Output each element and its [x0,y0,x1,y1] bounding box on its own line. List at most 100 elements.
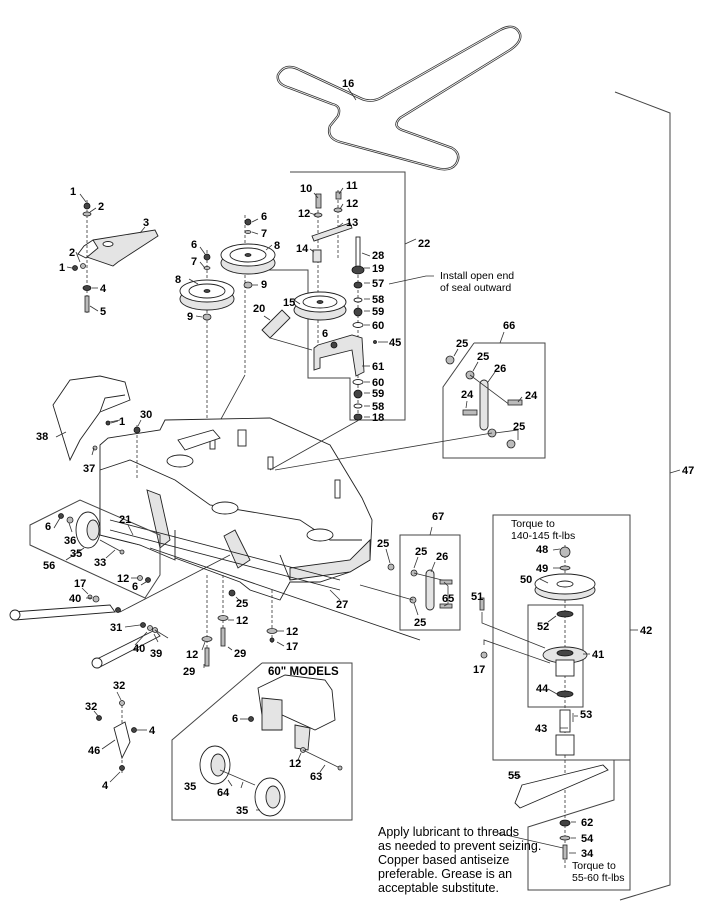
callout-1: 1 [59,262,65,274]
callout-32: 32 [113,680,125,692]
idler-hardware [311,190,377,421]
callout-17: 17 [74,578,86,590]
callout-40: 40 [69,593,81,605]
deck-hanger-bolts [201,575,278,667]
torque-top-line2: 140-145 ft-lbs [511,530,575,542]
sixty-inch-models-box [171,662,353,821]
callout-67: 67 [432,511,444,523]
callout-6: 6 [45,521,51,533]
callout-17: 17 [473,664,485,676]
callout-12: 12 [346,198,358,210]
lube-note-line5: acceptable substitute. [378,881,499,895]
callout-36: 36 [64,535,76,547]
callout-5: 5 [100,306,106,318]
callout-22: 22 [418,238,430,250]
callout-56: 56 [43,560,55,572]
callout-3: 3 [143,217,149,229]
callout-15: 15 [283,297,295,309]
caster-wheel-assembly [58,511,151,583]
chain-kit-66 [274,355,523,471]
callout-28: 28 [372,250,384,262]
callout-54: 54 [581,833,594,845]
callout-8: 8 [274,240,280,252]
callout-1: 1 [70,186,76,198]
callout-20: 20 [253,303,265,315]
idler-spring [261,309,313,351]
lube-note-line2: as needed to prevent seizing. [378,839,541,853]
callout-33: 33 [94,557,106,569]
callout-4: 4 [102,780,109,792]
callout-25: 25 [513,421,525,433]
drive-belt [276,25,522,171]
callout-26: 26 [436,551,448,563]
callout-29: 29 [183,666,195,678]
deck-assembly-bracket [614,91,671,901]
callout-14: 14 [296,243,309,255]
callout-16: 16 [342,78,354,90]
callout-labels: 16 1 2 3 2 1 4 5 6 7 8 9 6 7 8 9 20 15 1… [36,78,694,860]
callout-35: 35 [70,548,82,560]
callout-9: 9 [187,311,193,323]
callout-43: 43 [535,723,547,735]
callout-29: 29 [234,648,246,660]
callout-37: 37 [83,463,95,475]
callout-64: 64 [217,787,230,799]
idler-pulley [293,291,347,321]
callout-12: 12 [117,573,129,585]
discharge-chute [52,375,141,480]
callout-52: 52 [537,621,549,633]
callout-31: 31 [110,622,122,634]
callout-60: 60 [372,320,384,332]
leader-lines [53,87,681,854]
callout-6: 6 [232,713,238,725]
torque-bottom-line2: 55-60 ft-lbs [572,872,625,884]
idler-arm-subbox [240,269,351,420]
callout-45: 45 [389,337,401,349]
callout-27: 27 [336,599,348,611]
callout-18: 18 [372,412,384,424]
callout-55: 55 [508,770,520,782]
callout-59: 59 [372,388,384,400]
callout-25: 25 [477,351,489,363]
bracket-46 [96,700,137,775]
callout-19: 19 [372,263,384,275]
callout-12: 12 [236,615,248,627]
deck-pulleys [179,215,276,490]
callout-21: 21 [119,514,131,526]
callout-49: 49 [536,563,548,575]
blade-box [527,760,631,891]
callout-6: 6 [261,211,267,223]
callout-24: 24 [525,390,538,402]
lube-note-line3: Copper based antiseize [378,853,509,867]
caster-wheel-box [29,499,161,599]
callout-65: 65 [442,593,454,605]
callout-25: 25 [415,546,427,558]
callout-66: 66 [503,320,515,332]
callout-39: 39 [150,648,162,660]
callout-57: 57 [372,278,384,290]
callout-6: 6 [191,239,197,251]
callout-6: 6 [132,581,138,593]
callout-12: 12 [286,626,298,638]
callout-47: 47 [682,465,694,477]
callout-24: 24 [461,389,474,401]
callout-4: 4 [149,725,156,737]
callout-51: 51 [471,591,483,603]
callout-9: 9 [261,279,267,291]
callout-7: 7 [191,256,197,268]
torque-bottom-line1: Torque to [572,860,616,872]
sixty-inch-models-heading: 60" MODELS [268,666,339,678]
callout-35: 35 [184,781,196,793]
assembly-notes: Install open end of seal outward Torque … [268,270,625,895]
callout-48: 48 [536,544,548,556]
torque-top-line1: Torque to [511,518,555,530]
lube-note-line4: preferable. Grease is an [378,867,512,881]
callout-50: 50 [520,574,532,586]
seal-note-line2: of seal outward [440,282,511,294]
callout-61: 61 [372,361,384,373]
callout-60: 60 [372,377,384,389]
callout-32: 32 [85,701,97,713]
lift-arms [9,554,231,669]
callout-12: 12 [298,208,310,220]
